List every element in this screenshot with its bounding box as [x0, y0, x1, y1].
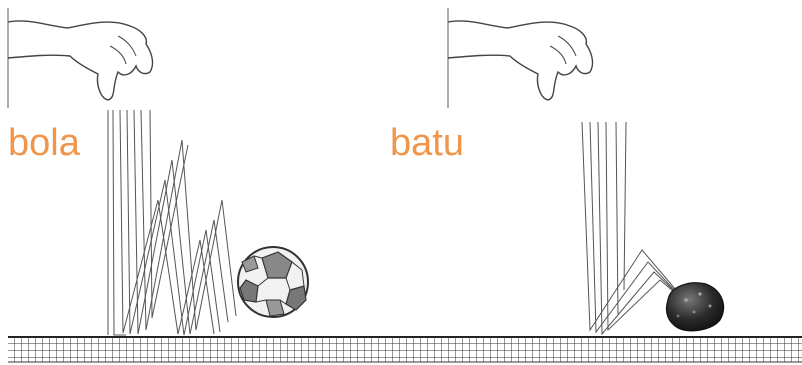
hand-icon-left: [8, 8, 153, 108]
hand-icon-right: [448, 8, 593, 108]
ball-label: bola: [8, 124, 80, 162]
ball-motion-lines: [108, 110, 236, 335]
stone-label: batu: [390, 124, 464, 162]
ground-grid: [8, 337, 802, 362]
rock-icon: [666, 283, 723, 331]
soccer-ball-icon: [238, 247, 308, 317]
